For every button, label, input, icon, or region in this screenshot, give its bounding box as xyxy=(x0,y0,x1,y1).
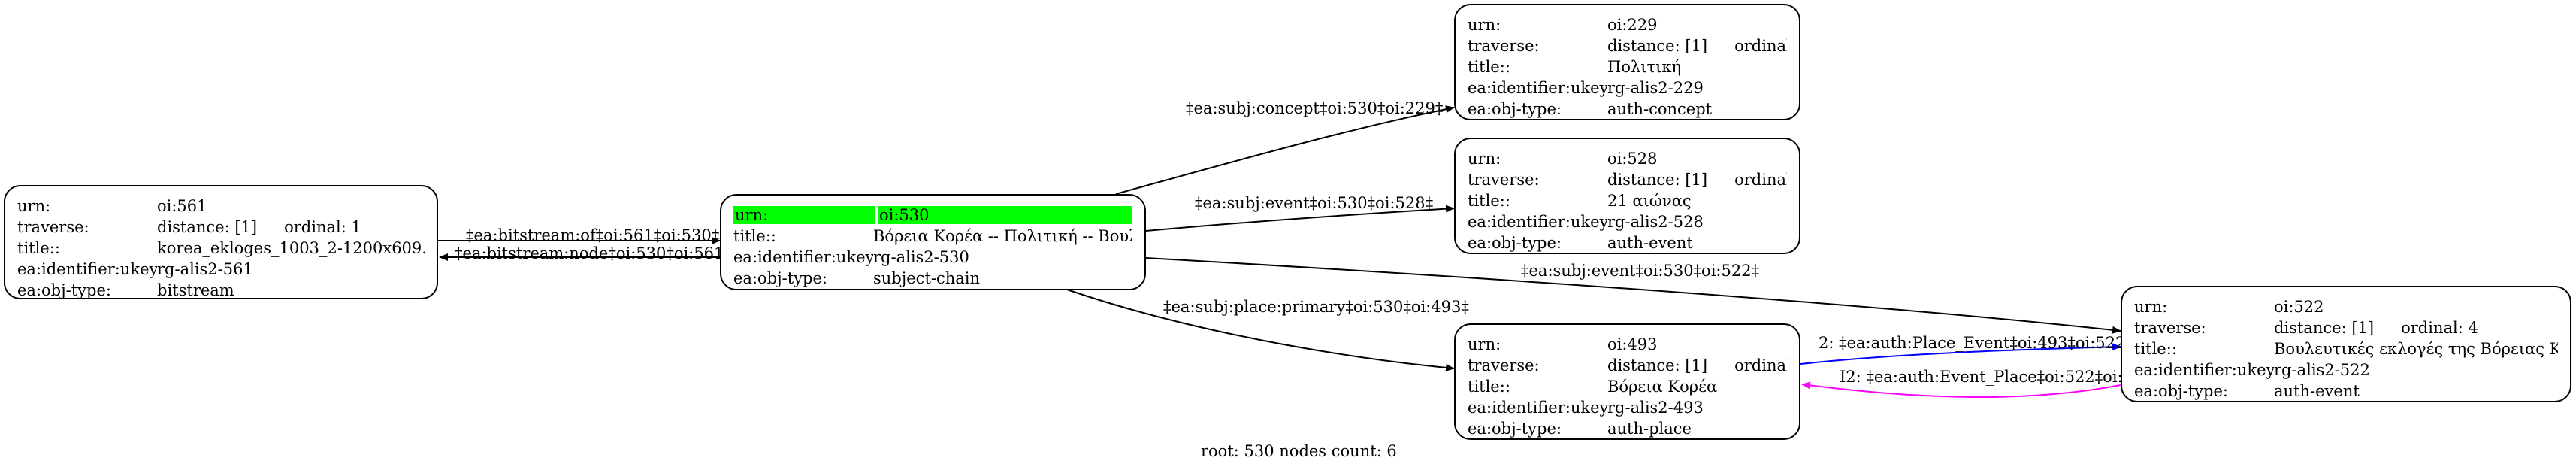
node-identifier: rg-alis2-561 xyxy=(157,260,253,278)
node-objtype: auth-concept xyxy=(1607,100,1713,118)
node-urn: oi:530 xyxy=(879,206,930,224)
node-key-title: title:: xyxy=(1468,192,1510,210)
edge-530-to-493 xyxy=(1066,289,1455,371)
node-key-traverse: traverse: xyxy=(1468,37,1540,55)
root-highlight-row: urn:oi:530 xyxy=(733,205,1132,226)
node-530-root[interactable]: urn:oi:530 title::Βόρεια Κορέα -- Πολιτι… xyxy=(720,194,1146,290)
node-key-objtype: ea:obj-type: xyxy=(1468,234,1562,252)
node-title: Βουλευτικές εκλογές της Βόρειας Κορέας xyxy=(2274,340,2558,358)
node-title: Πολιτική xyxy=(1607,58,1682,76)
edge-label-561-530: ‡ea:bitstream:of‡oi:561‡oi:530‡ xyxy=(466,226,720,244)
node-distance: distance: [1] xyxy=(1607,356,1708,375)
node-objtype: auth-place xyxy=(1607,420,1692,438)
node-key-traverse: traverse: xyxy=(2134,319,2206,337)
node-key-title: title:: xyxy=(1468,58,1510,76)
node-title: 21 αιώνας xyxy=(1607,192,1692,210)
node-561[interactable]: urn: oi:561 traverse: distance: [1] ordinal… xyxy=(4,185,438,299)
node-urn: oi:528 xyxy=(1607,150,1658,168)
edge-label-522-493: I2: ‡ea:auth:Event_Place‡oi:522‡oi:493‡ xyxy=(1840,368,2161,386)
node-key-urn: urn: xyxy=(2134,298,2168,316)
edge-label-530-522: ‡ea:subj:event‡oi:530‡oi:522‡ xyxy=(1521,262,1760,280)
node-urn: oi:229 xyxy=(1607,16,1658,34)
node-objtype: auth-event xyxy=(1607,234,1693,252)
node-urn: oi:493 xyxy=(1607,335,1658,353)
edge-label-530-493: ‡ea:subj:place:primary‡oi:530‡oi:493‡ xyxy=(1163,298,1469,316)
node-distance: distance: [1] xyxy=(1607,37,1708,55)
node-distance: distance: [1] xyxy=(2274,319,2375,337)
edge-530-to-229 xyxy=(1115,105,1455,195)
node-ordinal: ordinal: 5 xyxy=(1734,171,1787,189)
node-key-objtype: ea:obj-type: xyxy=(1468,100,1562,118)
node-522[interactable]: urn: oi:522 traverse: distance: [1] ordinal… xyxy=(2121,286,2571,402)
node-528[interactable]: urn: oi:528 traverse: distance: [1] ordinal… xyxy=(1454,138,1800,254)
node-key-objtype: ea:obj-type: xyxy=(17,281,111,299)
node-key-title: title:: xyxy=(733,227,776,245)
node-ordinal: ordinal: 4 xyxy=(2401,319,2478,337)
edge-493-to-522 xyxy=(1800,343,2121,365)
node-key-urn: urn: xyxy=(1468,150,1501,168)
node-key-identifier: ea:identifier:ukey xyxy=(2134,361,2274,379)
node-key-traverse: traverse: xyxy=(1468,356,1540,375)
node-ordinal: ordinal: 1 xyxy=(284,218,361,236)
edge-label-530-561: ‡ea:bitstream:node‡oi:530‡oi:561‡ xyxy=(455,244,732,262)
node-urn: oi:522 xyxy=(2274,298,2324,316)
node-key-objtype: ea:obj-type: xyxy=(2134,382,2228,400)
node-key-title: title:: xyxy=(2134,340,2177,358)
edge-530-to-522 xyxy=(1145,257,2121,334)
edge-label-493-522: 2: ‡ea:auth:Place_Event‡oi:493‡oi:522‡ xyxy=(1819,334,2133,352)
edge-label-530-229: ‡ea:subj:concept‡oi:530‡oi:229‡ xyxy=(1186,99,1444,117)
node-key-objtype: ea:obj-type: xyxy=(1468,420,1562,438)
node-key-urn: urn: xyxy=(1468,16,1501,34)
node-identifier: rg-alis2-528 xyxy=(1607,213,1704,231)
node-key-title: title:: xyxy=(17,239,60,257)
node-ordinal: ordinal: 2 xyxy=(1734,356,1787,375)
node-229[interactable]: urn: oi:229 traverse: distance: [1] ordinal… xyxy=(1454,4,1800,120)
node-key-urn: urn: xyxy=(733,206,875,224)
node-objtype: bitstream xyxy=(157,281,234,299)
node-identifier: rg-alis2-522 xyxy=(2274,361,2370,379)
node-identifier: rg-alis2-229 xyxy=(1607,79,1704,97)
node-objtype: auth-event xyxy=(2274,382,2360,400)
node-identifier: rg-alis2-493 xyxy=(1607,399,1704,417)
edge-522-to-493 xyxy=(1801,381,2121,399)
node-key-urn: urn: xyxy=(1468,335,1501,353)
node-title: korea_ekloges_1003_2-1200x609.webp xyxy=(157,239,425,257)
edge-530-to-528 xyxy=(1145,205,1455,232)
node-key-identifier: ea:identifier:ukey xyxy=(1468,79,1607,97)
node-key-identifier: ea:identifier:ukey xyxy=(1468,399,1607,417)
node-493[interactable]: urn: oi:493 traverse: distance: [1] ordinal… xyxy=(1454,323,1800,440)
node-key-objtype: ea:obj-type: xyxy=(733,269,827,287)
node-key-urn: urn: xyxy=(17,197,51,215)
node-key-title: title:: xyxy=(1468,378,1510,396)
node-key-identifier: ea:identifier:ukey xyxy=(1468,213,1607,231)
node-key-traverse: traverse: xyxy=(1468,171,1540,189)
node-ordinal: ordinal: 3 xyxy=(1734,37,1787,55)
node-objtype: subject-chain xyxy=(873,269,981,287)
node-distance: distance: [1] xyxy=(1607,171,1708,189)
graph-footer: root: 530 nodes count: 6 xyxy=(1201,442,1397,460)
edge-label-530-528: ‡ea:subj:event‡oi:530‡oi:528‡ xyxy=(1195,194,1434,212)
node-distance: distance: [1] xyxy=(157,218,258,236)
node-identifier: rg-alis2-530 xyxy=(873,248,969,266)
node-title: Βόρεια Κορέα xyxy=(1607,378,1718,396)
node-title: Βόρεια Κορέα -- Πολιτική -- Βουλε�... xyxy=(873,227,1132,245)
node-key-identifier: ea:identifier:ukey xyxy=(733,248,873,266)
node-key-identifier: ea:identifier:ukey xyxy=(17,260,157,278)
node-key-traverse: traverse: xyxy=(17,218,89,236)
node-urn: oi:561 xyxy=(157,197,207,215)
